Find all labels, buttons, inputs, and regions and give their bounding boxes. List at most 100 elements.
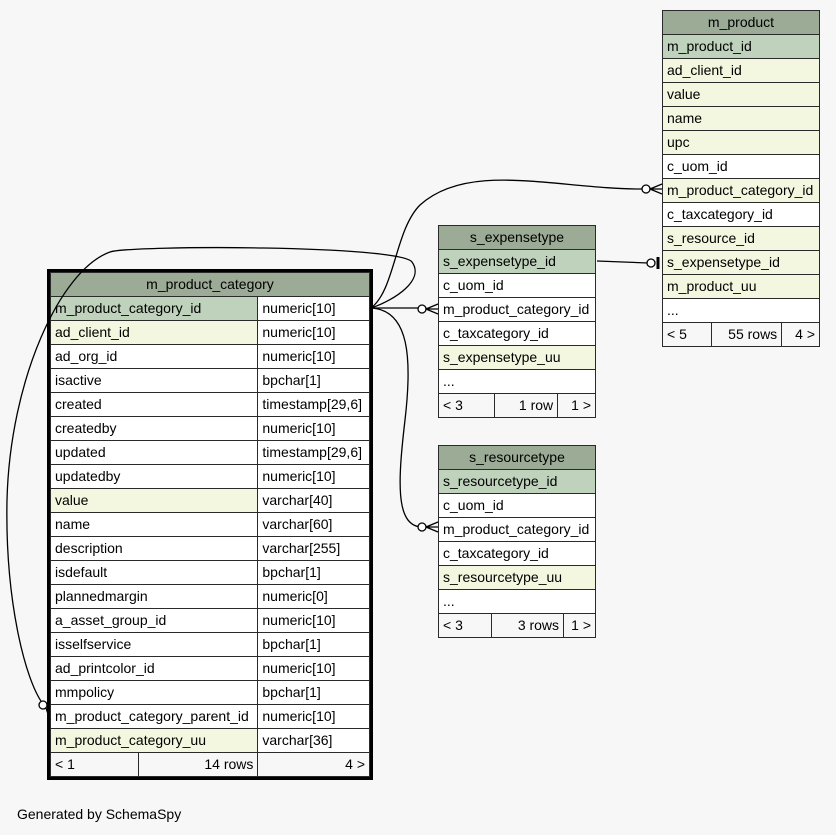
column-row[interactable]: s_resourcetype_id xyxy=(438,469,596,494)
column-name[interactable]: isactive xyxy=(49,368,259,393)
column-row[interactable]: c_taxcategory_id xyxy=(438,321,596,346)
column-row[interactable]: c_taxcategory_id xyxy=(662,202,820,227)
column-name[interactable]: isselfservice xyxy=(49,632,259,657)
column-name[interactable]: created xyxy=(49,392,259,417)
column-row[interactable]: m_product_category_id xyxy=(438,517,596,542)
column-name[interactable]: m_product_category_id xyxy=(438,517,596,542)
column-name[interactable]: c_uom_id xyxy=(438,273,596,298)
column-name[interactable]: value xyxy=(49,488,259,513)
parents-count[interactable]: < 3 xyxy=(438,393,495,418)
column-name[interactable]: s_resourcetype_uu xyxy=(438,565,596,590)
column-name[interactable]: c_uom_id xyxy=(438,493,596,518)
column-row[interactable]: upc xyxy=(662,130,820,155)
column-name[interactable]: s_expensetype_uu xyxy=(438,345,596,370)
column-name[interactable]: mmpolicy xyxy=(49,680,259,705)
table-header-row: m_product_category xyxy=(50,272,370,297)
children-count[interactable]: 4 > xyxy=(257,752,370,777)
children-count[interactable]: 4 > xyxy=(781,322,820,347)
table-header-row: m_product xyxy=(662,10,820,35)
row-count: 3 rows xyxy=(490,613,565,638)
column-row[interactable]: c_uom_id xyxy=(662,154,820,179)
column-name[interactable]: ... xyxy=(438,589,596,614)
column-name[interactable]: ... xyxy=(438,369,596,394)
column-name[interactable]: s_resource_id xyxy=(662,226,820,251)
column-name[interactable]: ad_org_id xyxy=(49,344,259,369)
column-name[interactable]: s_resourcetype_id xyxy=(438,469,596,494)
column-name[interactable]: plannedmargin xyxy=(49,584,259,609)
crowfoot-icon xyxy=(649,183,663,195)
column-row[interactable]: s_resourcetype_uu xyxy=(438,565,596,590)
column-row[interactable]: s_expensetype_id xyxy=(662,250,820,275)
edge-end-circle xyxy=(641,184,651,194)
column-row[interactable]: m_product_category_id xyxy=(438,297,596,322)
column-name[interactable]: c_taxcategory_id xyxy=(438,321,596,346)
column-name[interactable]: m_product_category_id xyxy=(662,178,820,203)
column-row[interactable]: ad_client_id xyxy=(662,58,820,83)
crowfoot-icon xyxy=(425,303,439,315)
column-row[interactable]: s_resource_id xyxy=(662,226,820,251)
column-name[interactable]: m_product_category_id xyxy=(438,297,596,322)
table-title[interactable]: m_product xyxy=(662,10,820,35)
column-row[interactable]: m_product_id xyxy=(662,34,820,59)
column-name[interactable]: ad_printcolor_id xyxy=(49,656,259,681)
column-name[interactable]: c_taxcategory_id xyxy=(662,202,820,227)
column-name[interactable]: c_taxcategory_id xyxy=(438,541,596,566)
column-type: varchar[40] xyxy=(257,488,370,513)
column-row[interactable]: c_taxcategory_id xyxy=(438,541,596,566)
column-row[interactable]: value xyxy=(662,82,820,107)
children-count[interactable]: 1 > xyxy=(557,393,596,418)
table-title[interactable]: s_expensetype xyxy=(438,225,596,250)
column-name[interactable]: name xyxy=(662,106,820,131)
column-row[interactable]: s_expensetype_uu xyxy=(438,345,596,370)
table-header-row: s_resourcetype xyxy=(438,445,596,470)
column-row[interactable]: c_uom_id xyxy=(438,493,596,518)
children-count[interactable]: 1 > xyxy=(563,613,596,638)
parents-count[interactable]: < 3 xyxy=(438,613,492,638)
column-name[interactable]: s_expensetype_id xyxy=(662,250,820,275)
column-row[interactable]: c_uom_id xyxy=(438,273,596,298)
parents-count[interactable]: < 1 xyxy=(50,752,139,777)
column-name[interactable]: c_uom_id xyxy=(662,154,820,179)
column-name[interactable]: upc xyxy=(662,130,820,155)
table-title[interactable]: m_product_category xyxy=(50,272,370,297)
crowfoot-icon xyxy=(425,521,439,533)
column-name[interactable]: m_product_id xyxy=(662,34,820,59)
column-name[interactable]: m_product_category_parent_id xyxy=(49,704,259,729)
column-name[interactable]: value xyxy=(662,82,820,107)
column-name[interactable]: m_product_category_uu xyxy=(49,728,259,753)
column-row[interactable]: ... xyxy=(438,369,596,394)
table-title[interactable]: s_resourcetype xyxy=(438,445,596,470)
column-name[interactable]: createdby xyxy=(49,416,259,441)
column-name[interactable]: m_product_category_id xyxy=(49,296,259,321)
column-name[interactable]: ad_client_id xyxy=(49,320,259,345)
parents-count[interactable]: < 5 xyxy=(661,322,713,347)
column-name[interactable]: isdefault xyxy=(49,560,259,585)
column-row[interactable]: m_product_category_id xyxy=(662,178,820,203)
column-name[interactable]: ad_client_id xyxy=(662,58,820,83)
column-row[interactable]: ... xyxy=(438,589,596,614)
column-row[interactable]: name xyxy=(662,106,820,131)
column-name[interactable]: updated xyxy=(49,440,259,465)
